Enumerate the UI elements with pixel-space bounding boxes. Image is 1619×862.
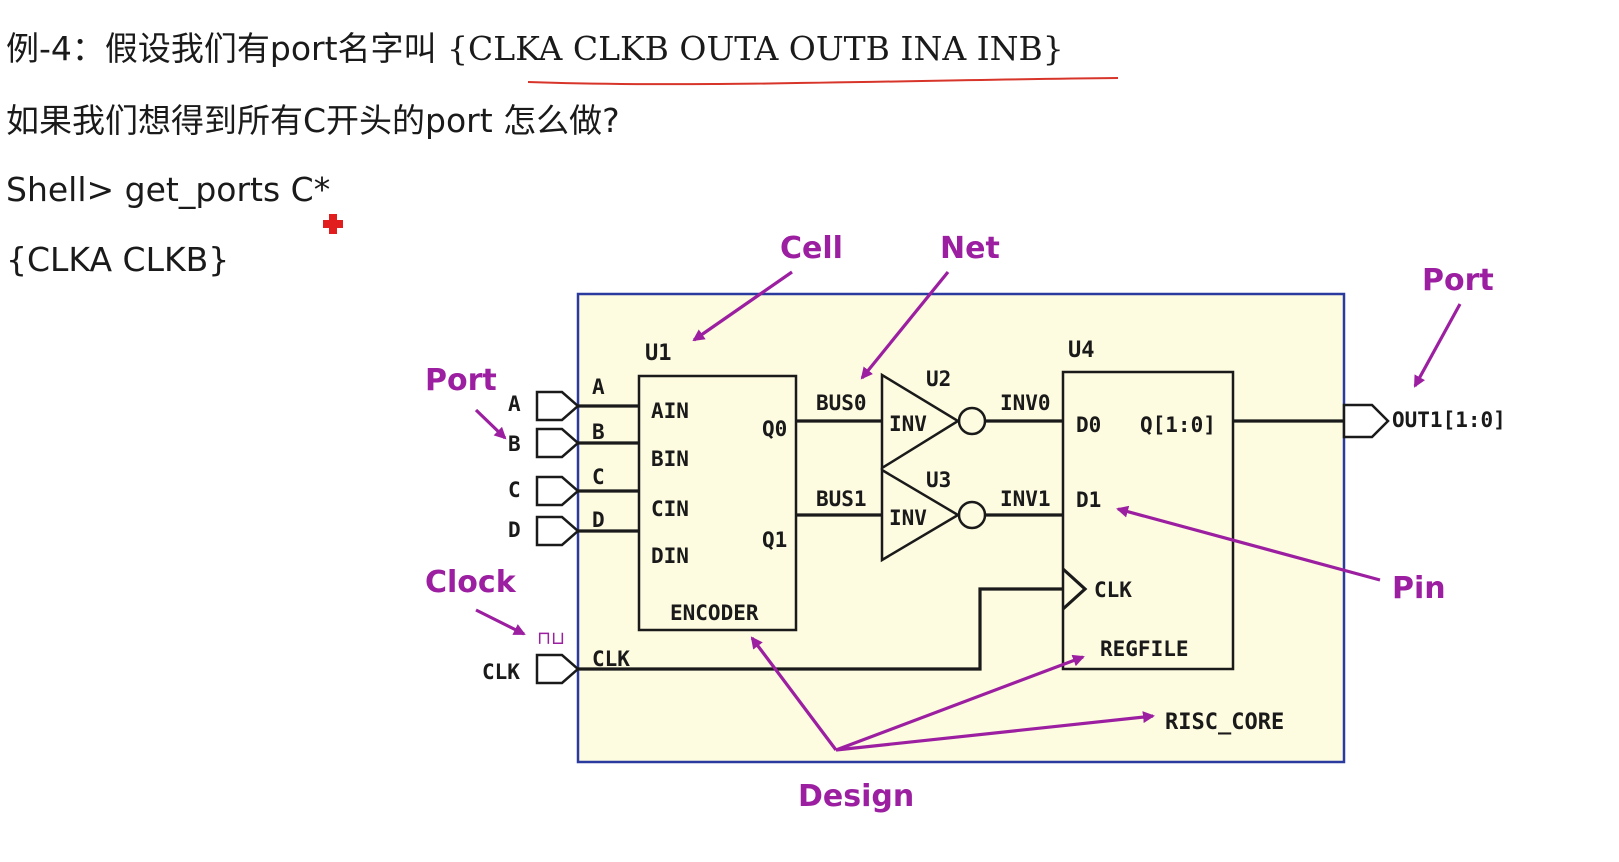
slide-line-1: 例-4：假设我们有port名字叫 {CLKA CLKB OUTA OUTB IN… — [6, 32, 1064, 65]
clk-pin-triangle — [1061, 567, 1088, 611]
slide-line-4: {CLKA CLKB} — [6, 240, 230, 279]
pin-cin: CIN — [651, 497, 689, 521]
net-c: C — [592, 465, 605, 489]
wire-clk — [578, 587, 1063, 671]
encoder-cell — [637, 374, 798, 632]
port-b-symbol — [535, 427, 580, 459]
pin-d1: D1 — [1076, 488, 1101, 512]
net-b: B — [592, 420, 605, 444]
net-d: D — [592, 508, 605, 532]
callout-port-right: Port — [1422, 263, 1494, 298]
pin-bin: BIN — [651, 447, 689, 471]
callout-port-left: Port — [425, 363, 497, 398]
callout-design: Design — [798, 779, 914, 814]
port-d-symbol — [535, 515, 580, 547]
arrow-design-encoder — [750, 636, 838, 751]
port-out-symbol — [1342, 403, 1390, 439]
pin-ain: AIN — [651, 399, 689, 423]
arrow-port-left — [474, 408, 507, 440]
callout-cell: Cell — [780, 231, 843, 266]
arrow-design-regfile — [835, 654, 1085, 752]
arrow-pin — [1116, 505, 1381, 582]
line1-prefix: 例-4：假设我们有port名字叫 — [6, 29, 448, 68]
callout-clock: Clock — [425, 565, 517, 600]
slide-line-2: 如果我们想得到所有C开头的port 怎么做? — [6, 101, 620, 140]
slide-line-3: Shell> get_ports C* — [6, 170, 331, 209]
arrow-clock — [475, 608, 526, 636]
port-a-label: A — [508, 392, 521, 416]
u2-label: U2 — [926, 367, 951, 391]
red-underline — [527, 77, 1119, 86]
net-a: A — [592, 375, 605, 399]
pin-clk-u4: CLK — [1094, 578, 1132, 602]
arrow-port-right — [1413, 303, 1462, 388]
callout-pin: Pin — [1392, 571, 1446, 606]
net-bus1: BUS1 — [816, 487, 867, 511]
u2-type: INV — [889, 412, 927, 436]
pin-q0: Q0 — [762, 417, 787, 441]
net-bus0: BUS0 — [816, 391, 867, 415]
pointer-icon — [323, 214, 343, 234]
design-box — [576, 292, 1346, 764]
u1-label: U1 — [645, 341, 672, 366]
port-c-label: C — [508, 478, 521, 502]
pin-q1: Q1 — [762, 528, 787, 552]
net-clk: CLK — [592, 647, 630, 671]
port-out-label: OUT1[1:0] — [1392, 408, 1506, 432]
port-clk-label: CLK — [482, 660, 520, 684]
line1-ports: {CLKA CLKB OUTA OUTB INA INB} — [447, 29, 1064, 68]
arrow-cell — [692, 270, 793, 342]
pin-q-out: Q[1:0] — [1140, 413, 1216, 437]
port-c-symbol — [535, 475, 580, 507]
pin-d0: D0 — [1076, 413, 1101, 437]
port-b-label: B — [508, 432, 521, 456]
arrow-design-core — [835, 711, 1155, 752]
port-a-symbol — [535, 390, 580, 422]
u4-label: U4 — [1068, 338, 1095, 363]
regfile-type: REGFILE — [1100, 637, 1189, 661]
callout-net: Net — [940, 231, 1000, 266]
net-inv0: INV0 — [1000, 391, 1051, 415]
port-d-label: D — [508, 518, 521, 542]
net-inv1: INV1 — [1000, 487, 1051, 511]
regfile-cell — [1061, 370, 1235, 671]
arrow-net — [860, 270, 950, 380]
u3-label: U3 — [926, 468, 951, 492]
encoder-type: ENCODER — [670, 601, 759, 625]
port-clk-symbol — [535, 653, 580, 685]
clock-wave-icon: ⊓⊔ — [537, 628, 565, 649]
design-name: RISC_CORE — [1165, 710, 1284, 735]
pin-din: DIN — [651, 544, 689, 568]
u3-type: INV — [889, 506, 927, 530]
